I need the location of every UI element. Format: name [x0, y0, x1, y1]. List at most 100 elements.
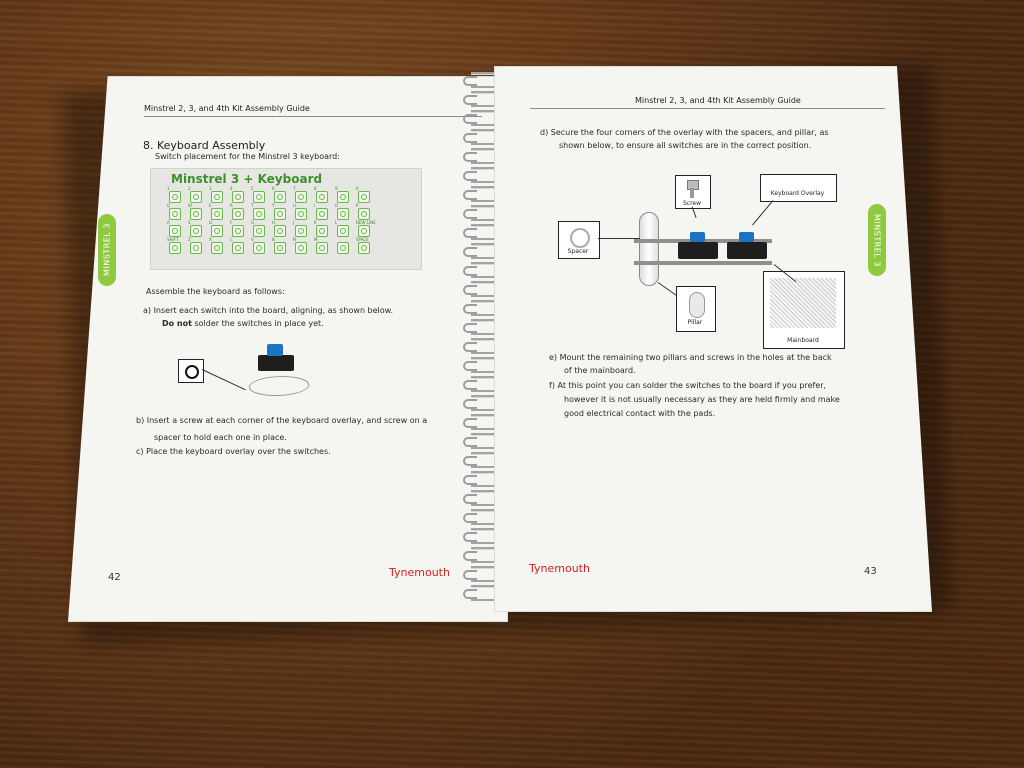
keyboard-key [211, 191, 223, 203]
keyboard-key-label: N [293, 237, 296, 242]
keyboard-key-label: 0 [356, 186, 359, 191]
keyboard-key-label: S [188, 220, 191, 225]
keyboard-key [316, 208, 328, 220]
keyboard-key [337, 225, 349, 237]
keyboard-key-label: H [272, 220, 276, 225]
keyboard-key [295, 208, 307, 220]
keyboard-key-label: U [293, 203, 296, 208]
keyboard-key-label: 1 [167, 186, 170, 191]
step-e-line-2: of the mainboard. [564, 366, 636, 375]
step-f-line-2: however it is not usually necessary as t… [564, 395, 840, 404]
keyboard-key [169, 225, 181, 237]
screw-thread [690, 188, 694, 198]
mainboard-icon [770, 278, 836, 328]
keyboard-key-label: C [230, 237, 233, 242]
step-d-line-1: d) Secure the four corners of the overla… [540, 128, 829, 137]
keyboard-key [316, 191, 328, 203]
keyboard-key-label: D [209, 220, 213, 225]
left-side-tab: MINSTREL 3 [98, 214, 116, 286]
keyboard-key [169, 191, 181, 203]
keyboard-key-label: T [251, 203, 254, 208]
keyboard-key-label: 9 [335, 186, 338, 191]
pillar-in-diagram [639, 212, 659, 286]
mainboard-label: Mainboard [787, 337, 819, 344]
keyboard-key [253, 191, 265, 203]
keyboard-key [358, 191, 370, 203]
step-b-line-1: b) Insert a screw at each corner of the … [136, 416, 428, 425]
keyboard-key-label: W [188, 203, 192, 208]
pillar-box [676, 286, 716, 332]
keyboard-key-label: R [230, 203, 233, 208]
step-a-bold: Do not [162, 319, 192, 328]
keyboard-key-label: 5 [251, 186, 254, 191]
keyboard-key-label: X [209, 237, 212, 242]
keyboard-key-label: Y [272, 203, 275, 208]
keyboard-key [295, 191, 307, 203]
keyboard-key-label: NEW LINE [356, 220, 376, 225]
right-page-number: 43 [864, 566, 877, 577]
pillar-leader [657, 282, 677, 296]
keyboard-key [358, 242, 370, 254]
keyboard-title: Minstrel 3 + Keyboard [171, 172, 323, 186]
keyboard-key-label: SHIFT [167, 237, 179, 242]
spacer-icon [570, 228, 590, 248]
footprint-circle [185, 365, 199, 379]
left-page: Minstrel 2, 3, and 4th Kit Assembly Guid… [68, 76, 508, 622]
right-header: Minstrel 2, 3, and 4th Kit Assembly Guid… [635, 96, 801, 105]
left-header: Minstrel 2, 3, and 4th Kit Assembly Guid… [144, 104, 310, 113]
keyboard-key [253, 208, 265, 220]
right-header-rule [530, 108, 885, 109]
keyboard-key-label: A [167, 220, 170, 225]
overlay-box [760, 174, 837, 202]
right-page: Minstrel 2, 3, and 4th Kit Assembly Guid… [494, 66, 932, 612]
keyboard-key [232, 208, 244, 220]
section-subtitle: Switch placement for the Minstrel 3 keyb… [155, 152, 340, 161]
keyboard-key [358, 208, 370, 220]
switch-cap-1 [690, 232, 705, 242]
right-side-tab: MINSTREL 3 [868, 204, 886, 276]
assemble-intro: Assemble the keyboard as follows: [146, 287, 285, 296]
switch-body-1 [678, 242, 718, 259]
screw-label: Screw [682, 200, 702, 207]
keyboard-key-label: E [209, 203, 212, 208]
section-title: 8. Keyboard Assembly [143, 139, 266, 152]
keyboard-key-label: 8 [314, 186, 317, 191]
keyboard-key-label: . [335, 237, 337, 242]
keyboard-key-label: 3 [209, 186, 212, 191]
step-d-line-2: shown below, to ensure all switches are … [559, 141, 812, 150]
keyboard-key [211, 208, 223, 220]
keyboard-key [274, 191, 286, 203]
pillar-icon [689, 292, 705, 318]
keyboard-key [316, 242, 328, 254]
mainboard-rail [634, 261, 772, 265]
screw-box [675, 175, 711, 209]
switch-body-2 [727, 242, 767, 259]
keyboard-key [211, 225, 223, 237]
keyboard-key [274, 242, 286, 254]
step-c: c) Place the keyboard overlay over the s… [136, 447, 331, 456]
overlay-label: Keyboard Overlay [770, 190, 825, 197]
keyboard-key-label: K [314, 220, 317, 225]
keyboard-key-label: 2 [188, 186, 191, 191]
keyboard-key-label: B [272, 237, 275, 242]
left-brand: Tynemouth [389, 566, 450, 579]
overlay-leader [752, 200, 774, 226]
keyboard-key-label: L [335, 220, 338, 225]
keyboard-key-label: Q [167, 203, 171, 208]
keyboard-key-label: P [356, 203, 359, 208]
left-page-number: 42 [108, 572, 121, 583]
keyboard-key-label: SPACE [356, 237, 369, 242]
keyboard-key-label: 7 [293, 186, 296, 191]
footprint-leader [201, 369, 246, 391]
keyboard-key [253, 225, 265, 237]
mainboard-box [763, 271, 845, 349]
keyboard-key [232, 242, 244, 254]
step-f-line-1: f) At this point you can solder the swit… [549, 381, 827, 390]
step-e-line-1: e) Mount the remaining two pillars and s… [549, 353, 832, 362]
switch-outline [245, 376, 313, 396]
keyboard-key [190, 225, 202, 237]
step-b-line-2: spacer to hold each one in place. [154, 433, 287, 442]
keyboard-key [316, 225, 328, 237]
keyboard-key [232, 225, 244, 237]
keyboard-key-label: V [251, 237, 254, 242]
